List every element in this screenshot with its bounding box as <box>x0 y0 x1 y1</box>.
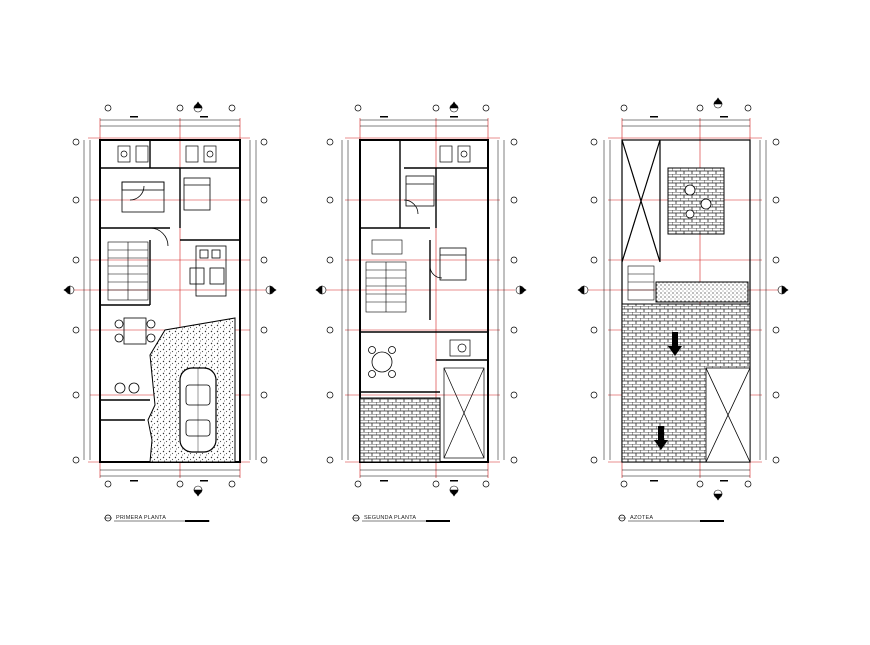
beds <box>403 175 467 281</box>
plan-primera-planta: PRIMERA PLANTA <box>63 101 277 522</box>
dimension-chains <box>341 119 505 477</box>
plan-azotea: AZOTEA <box>577 97 789 522</box>
title-block-primera: PRIMERA PLANTA <box>104 514 210 522</box>
grid-bubbles <box>326 104 518 488</box>
section-markers <box>63 101 277 497</box>
slope-arrows <box>654 332 682 450</box>
plan-segunda-planta: SEGUNDA PLANTA <box>315 101 527 522</box>
bathroom-fixtures <box>117 145 217 163</box>
stairs <box>627 265 655 301</box>
interior-walls <box>360 140 488 393</box>
stairs <box>107 241 149 301</box>
kitchen <box>189 245 227 297</box>
plan-title-primera: PRIMERA PLANTA <box>116 515 166 521</box>
section-markers <box>315 101 527 497</box>
void-opening <box>705 367 751 463</box>
plan-title-segunda: SEGUNDA PLANTA <box>364 515 416 521</box>
dimension-chains <box>83 119 257 477</box>
tank-fixtures <box>684 184 712 219</box>
tiled-terrace <box>359 397 441 463</box>
title-block-segunda: SEGUNDA PLANTA <box>352 514 450 522</box>
plan-title-azotea: AZOTEA <box>630 515 653 521</box>
interior-walls <box>100 140 240 421</box>
bathroom-fixtures <box>439 145 471 357</box>
section-markers <box>577 97 789 501</box>
round-table <box>368 346 396 378</box>
beds <box>121 177 211 247</box>
water-tank-area <box>667 167 725 235</box>
dimension-chains <box>603 119 767 477</box>
grid-bubbles <box>590 104 780 488</box>
annotation-ticks <box>130 116 728 482</box>
dining-table <box>114 317 156 394</box>
grid-bubbles <box>72 104 268 488</box>
car <box>179 367 217 453</box>
void-opening <box>443 367 485 459</box>
parapet-strip <box>655 281 749 303</box>
title-block-azotea: AZOTEA <box>618 514 724 522</box>
stairs <box>365 239 407 313</box>
